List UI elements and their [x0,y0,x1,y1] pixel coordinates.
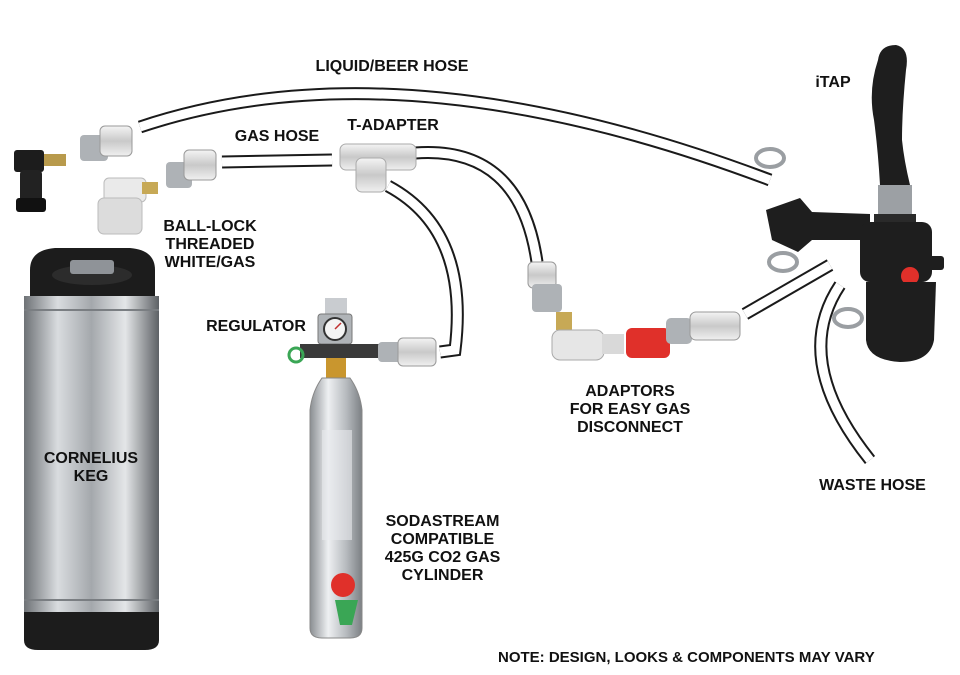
gas-push-fit-adaptor [166,149,217,188]
t-adapter-fitting [339,143,417,193]
black-ball-lock-connector [14,150,66,212]
adaptor-gas-hose [414,145,544,263]
note-text: NOTE: DESIGN, LOOKS & COMPONENTS MAY VAR… [498,649,875,666]
ball-lock-label: BALL-LOCK THREADED WHITE/GAS [163,218,257,271]
itap-label: iTAP [815,74,851,91]
gas-hose-label: GAS HOSE [234,128,320,145]
hose-clamp-3 [832,307,864,329]
itap-faucet [766,45,944,362]
sodastream-cylinder-label: SODASTREAM COMPATIBLE 425G CO2 GAS CYLIN… [384,513,501,584]
gas-disconnect-adaptors [527,261,741,361]
waste-hose [814,281,876,465]
gas-hose [221,153,333,169]
regulator-gas-hose [384,180,464,359]
t-adapter-label: T-ADAPTER [347,117,439,134]
cornelius-keg [24,248,159,650]
hose-clamp-2 [767,251,799,273]
itap-gas-hose [741,259,834,320]
regulator-label: REGULATOR [206,318,306,335]
white-ball-lock-connector [97,177,158,235]
liquid-beer-hose [137,87,773,187]
cornelius-keg-label: CORNELIUS KEG [43,450,139,485]
adaptors-label: ADAPTORS FOR EASY GAS DISCONNECT [569,383,691,436]
co2-cylinder [309,377,363,639]
waste-hose-label: WASTE HOSE [819,477,926,494]
hose-clamp-1 [754,147,786,169]
liquid-push-fit-adaptor [80,125,133,161]
liquid-beer-hose-label: LIQUID/BEER HOSE [315,58,469,75]
regulator [287,298,437,378]
